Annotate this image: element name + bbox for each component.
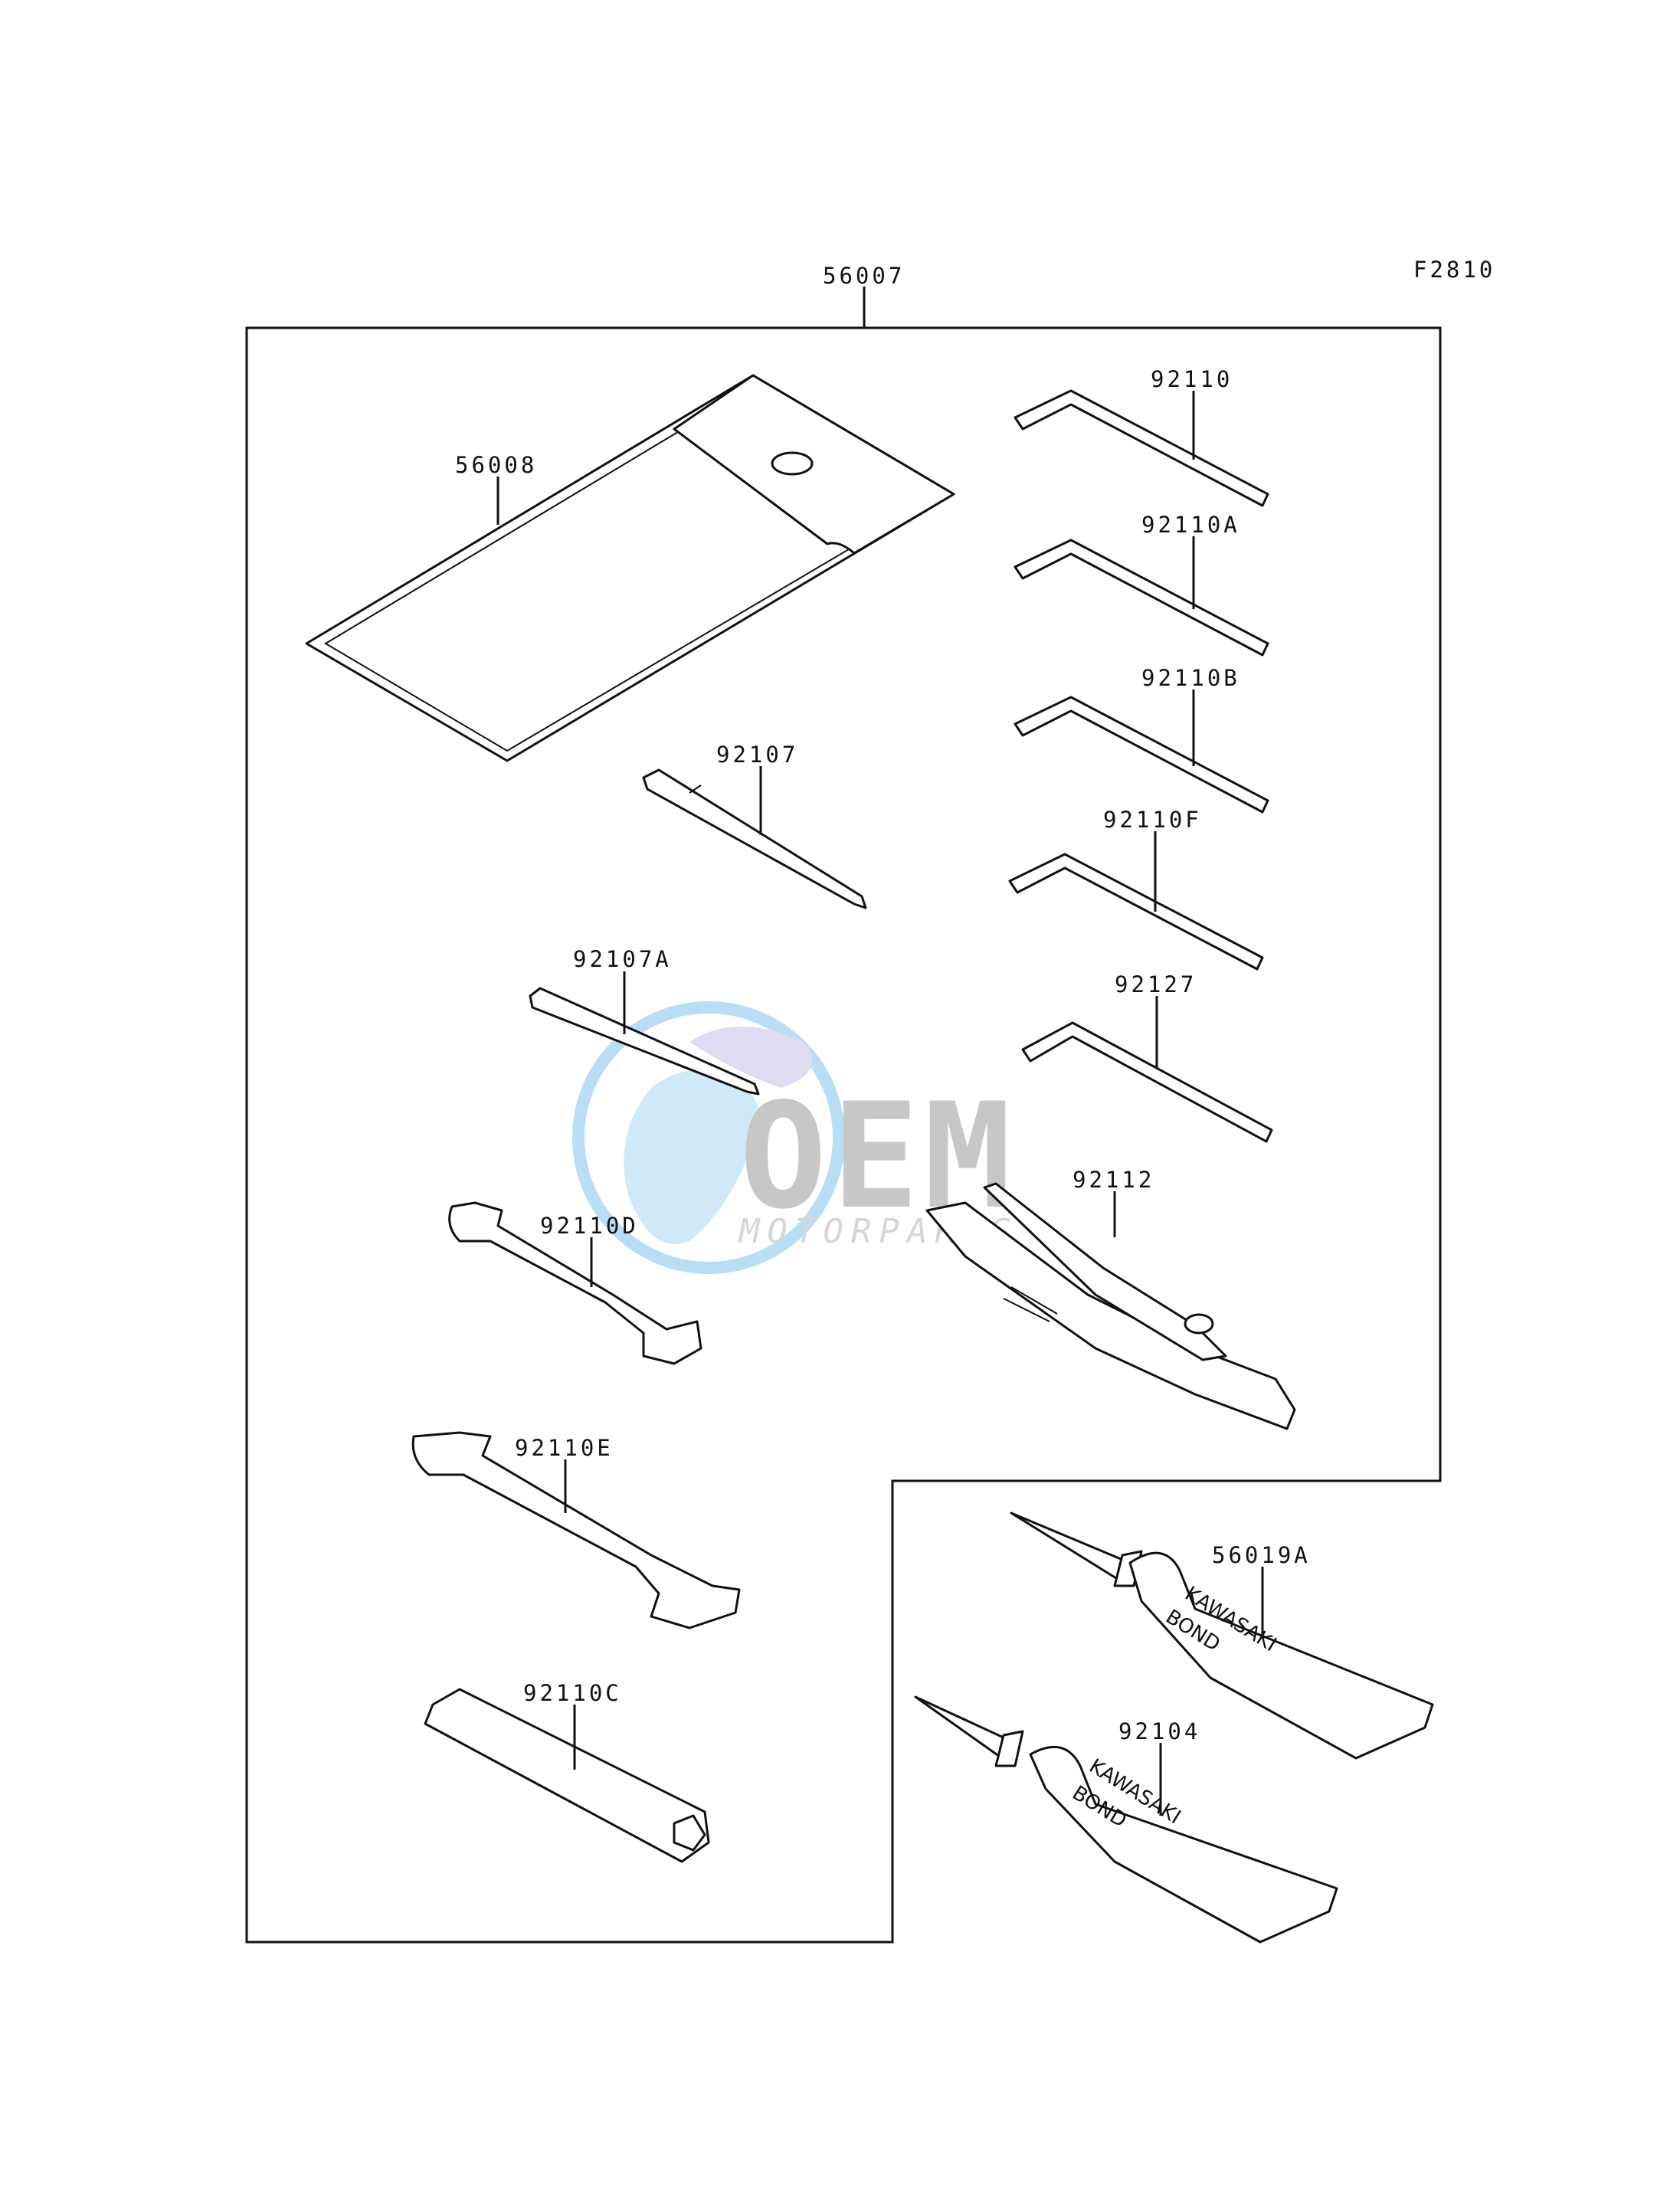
kit-frame: 56007 (245, 263, 1442, 1944)
hex-key-92110: 92110 (1014, 366, 1269, 507)
callout-56019a: 56019A (1212, 1542, 1311, 1568)
callout-92110c: 92110C (523, 1680, 622, 1706)
hex-key-92110a: 92110A (1014, 512, 1269, 657)
callout-92104: 92104 (1118, 1718, 1200, 1744)
callout-92110f: 92110F (1103, 807, 1202, 833)
continent-shape-2 (689, 1027, 812, 1088)
pliers-92112: 92112 (925, 1167, 1296, 1430)
callout-92110: 92110 (1151, 366, 1233, 392)
callout-92107: 92107 (716, 742, 798, 768)
hex-key-92127: 92127 (1021, 971, 1273, 1143)
callout-92110d: 92110D (540, 1213, 639, 1239)
wrench-92110d: 92110D (448, 1201, 702, 1365)
callout-92112: 92112 (1073, 1167, 1154, 1193)
hex-key-92110f: 92110F (1008, 807, 1264, 971)
callout-92107a: 92107A (573, 946, 672, 972)
tool-pouch: 56008 (305, 374, 955, 762)
callout-92110b: 92110B (1141, 665, 1240, 691)
continent-shape (624, 1070, 760, 1244)
callout-56008: 56008 (455, 452, 537, 478)
callout-92127: 92127 (1115, 971, 1197, 997)
screwdriver-92107a: 92107A (529, 946, 760, 1096)
callout-56007: 56007 (823, 263, 905, 289)
bond-tube-92104: KAWASAKI BOND 92104 (914, 1695, 1338, 1944)
socket-wrench-92110c: 92110C (424, 1680, 710, 1863)
wrench-92110e: 92110E (411, 1431, 741, 1629)
bond-tube-56019a: KAWASAKI BOND 56019A (1010, 1512, 1434, 1760)
figure-code: F2810 (1413, 257, 1495, 283)
hex-key-92110b: 92110B (1014, 665, 1269, 814)
callout-92110a: 92110A (1141, 512, 1240, 538)
callout-92110e: 92110E (515, 1435, 614, 1461)
screwdriver-92107: 92107 (642, 742, 867, 909)
globe-icon (572, 1001, 845, 1274)
watermark: OEM MOTORPARTS (572, 1001, 1011, 1274)
